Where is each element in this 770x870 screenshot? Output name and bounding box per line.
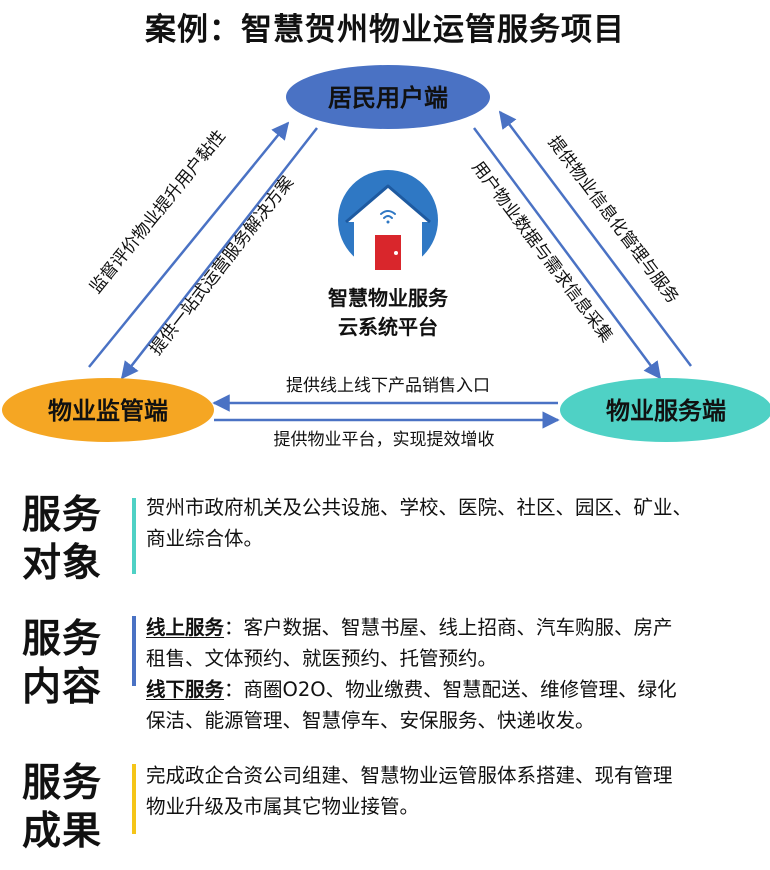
wifi-icon [380, 210, 396, 224]
section-heading: 服务 成果 [22, 760, 118, 856]
heading-line: 成果 [22, 809, 103, 854]
center-label-line1: 智慧物业服务 [328, 286, 449, 310]
arrow-right-outer [498, 110, 692, 367]
arrow-right-inner [472, 127, 662, 380]
node-resident: 居民用户端 [286, 65, 490, 129]
body-line: 物业升级及市属其它物业接管。 [146, 795, 420, 818]
node-supervision: 物业监管端 [2, 378, 214, 442]
offline-service-label: 线下服务 [146, 678, 225, 701]
accent-bar [132, 498, 136, 574]
section-heading: 服务 对象 [22, 492, 118, 588]
triangle-diagram: 案例：智慧贺州物业运管服务项目 监督评价物业提升用户黏性 提供一站式运营服务解决… [2, 12, 770, 450]
heading-line: 对象 [22, 541, 103, 586]
body-line: 保洁、能源管理、智慧停车、安保服务、快递收发。 [146, 709, 595, 732]
body-line: 租售、文体预约、就医预约、托管预约。 [146, 647, 498, 670]
body-line: 完成政企合资公司组建、智慧物业运管服体系搭建、现有管理 [146, 764, 673, 787]
section-heading: 服务 内容 [22, 616, 118, 712]
node-service: 物业服务端 [560, 378, 770, 442]
section-body: 贺州市政府机关及公共设施、学校、医院、社区、园区、矿业、 商业综合体。 [146, 492, 762, 554]
heading-line: 服务 [22, 761, 103, 806]
accent-bar [132, 616, 136, 686]
section-service-target: 服务 对象 贺州市政府机关及公共设施、学校、医院、社区、园区、矿业、 商业综合体… [22, 492, 762, 588]
accent-bar [132, 764, 136, 834]
offline-service-line: 线下服务：商圈O2O、物业缴费、智慧配送、维修管理、绿化 [146, 678, 677, 701]
heading-line: 服务 [22, 617, 103, 662]
house-icon [338, 170, 438, 270]
edge-label-bottom-bottom: 提供物业平台，实现提效增收 [274, 430, 495, 450]
section-body: 线上服务：客户数据、智慧书屋、线上招商、汽车购服、房产 租售、文体预约、就医预约… [146, 612, 762, 736]
node-service-label: 物业服务端 [606, 397, 726, 425]
node-supervision-label: 物业监管端 [48, 397, 168, 425]
body-line: 商业综合体。 [146, 527, 264, 550]
arrow-left-inner [120, 127, 318, 380]
node-resident-label: 居民用户端 [328, 84, 448, 112]
heading-line: 内容 [22, 665, 103, 710]
section-service-content: 服务 内容 线上服务：客户数据、智慧书屋、线上招商、汽车购服、房产 租售、文体预… [22, 612, 762, 742]
section-body: 完成政企合资公司组建、智慧物业运管服体系搭建、现有管理 物业升级及市属其它物业接… [146, 760, 762, 822]
section-service-result: 服务 成果 完成政企合资公司组建、智慧物业运管服体系搭建、现有管理 物业升级及市… [22, 760, 762, 860]
center-label-line2: 云系统平台 [338, 315, 438, 339]
body-line: 贺州市政府机关及公共设施、学校、医院、社区、园区、矿业、 [146, 496, 693, 519]
online-service-line: 线上服务：客户数据、智慧书屋、线上招商、汽车购服、房产 [146, 616, 673, 639]
heading-line: 服务 [22, 493, 103, 538]
page-title: 案例：智慧贺州物业运管服务项目 [145, 12, 625, 48]
arrow-left-outer [88, 121, 290, 368]
edge-label-bottom-top: 提供线上线下产品销售入口 [286, 376, 490, 396]
online-service-label: 线上服务 [146, 616, 225, 639]
